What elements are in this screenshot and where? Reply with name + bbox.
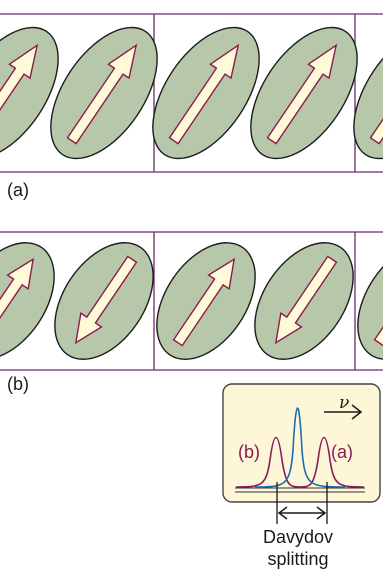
panel-a-label: (a): [7, 180, 29, 200]
transition-dipole-arrow-icon: [74, 255, 138, 345]
molecule-a-4: [250, 26, 358, 160]
panel-a: [0, 13, 383, 173]
frequency-symbol: ν: [339, 393, 349, 413]
transition-dipole-arrow-icon: [168, 43, 240, 145]
panel-b-molecules: [0, 242, 383, 360]
peak-label-b: (b): [238, 442, 260, 462]
spectrum-inset: ν (b) (a): [222, 383, 381, 503]
molecule-a-2: [50, 26, 158, 160]
panel-b: [0, 231, 383, 371]
caption-line-2: splitting: [267, 549, 329, 569]
molecule-b-1: [0, 242, 55, 360]
panel-b-label: (b): [7, 374, 29, 394]
peak-label-a: (a): [331, 442, 353, 462]
transition-dipole-arrow-icon: [369, 43, 383, 145]
panel-a-molecules: [0, 26, 383, 160]
transition-dipole-arrow-icon: [66, 43, 138, 145]
molecule-b-4: [254, 242, 354, 360]
molecule-a-5: [353, 26, 383, 160]
frequency-arrow-icon: [324, 404, 363, 420]
molecule-a-3: [152, 26, 260, 160]
transition-dipole-arrow-icon: [373, 257, 383, 347]
molecule-b-3: [156, 242, 256, 360]
panel-b-cells: [0, 231, 383, 371]
peak-left-b: [235, 436, 301, 488]
peak-center: [254, 407, 346, 488]
splitting-arrow-icon: [276, 482, 328, 524]
davydov-caption: Davydov splitting: [238, 526, 358, 570]
transition-dipole-arrow-icon: [266, 43, 338, 145]
transition-dipole-arrow-icon: [172, 257, 236, 347]
molecule-b-2: [54, 242, 154, 360]
molecule-b-5: [357, 242, 383, 360]
transition-dipole-arrow-icon: [0, 257, 35, 347]
transition-dipole-arrow-icon: [0, 43, 39, 145]
molecule-a-1: [0, 26, 59, 160]
transition-dipole-arrow-icon: [274, 255, 338, 345]
caption-line-1: Davydov: [262, 527, 334, 547]
